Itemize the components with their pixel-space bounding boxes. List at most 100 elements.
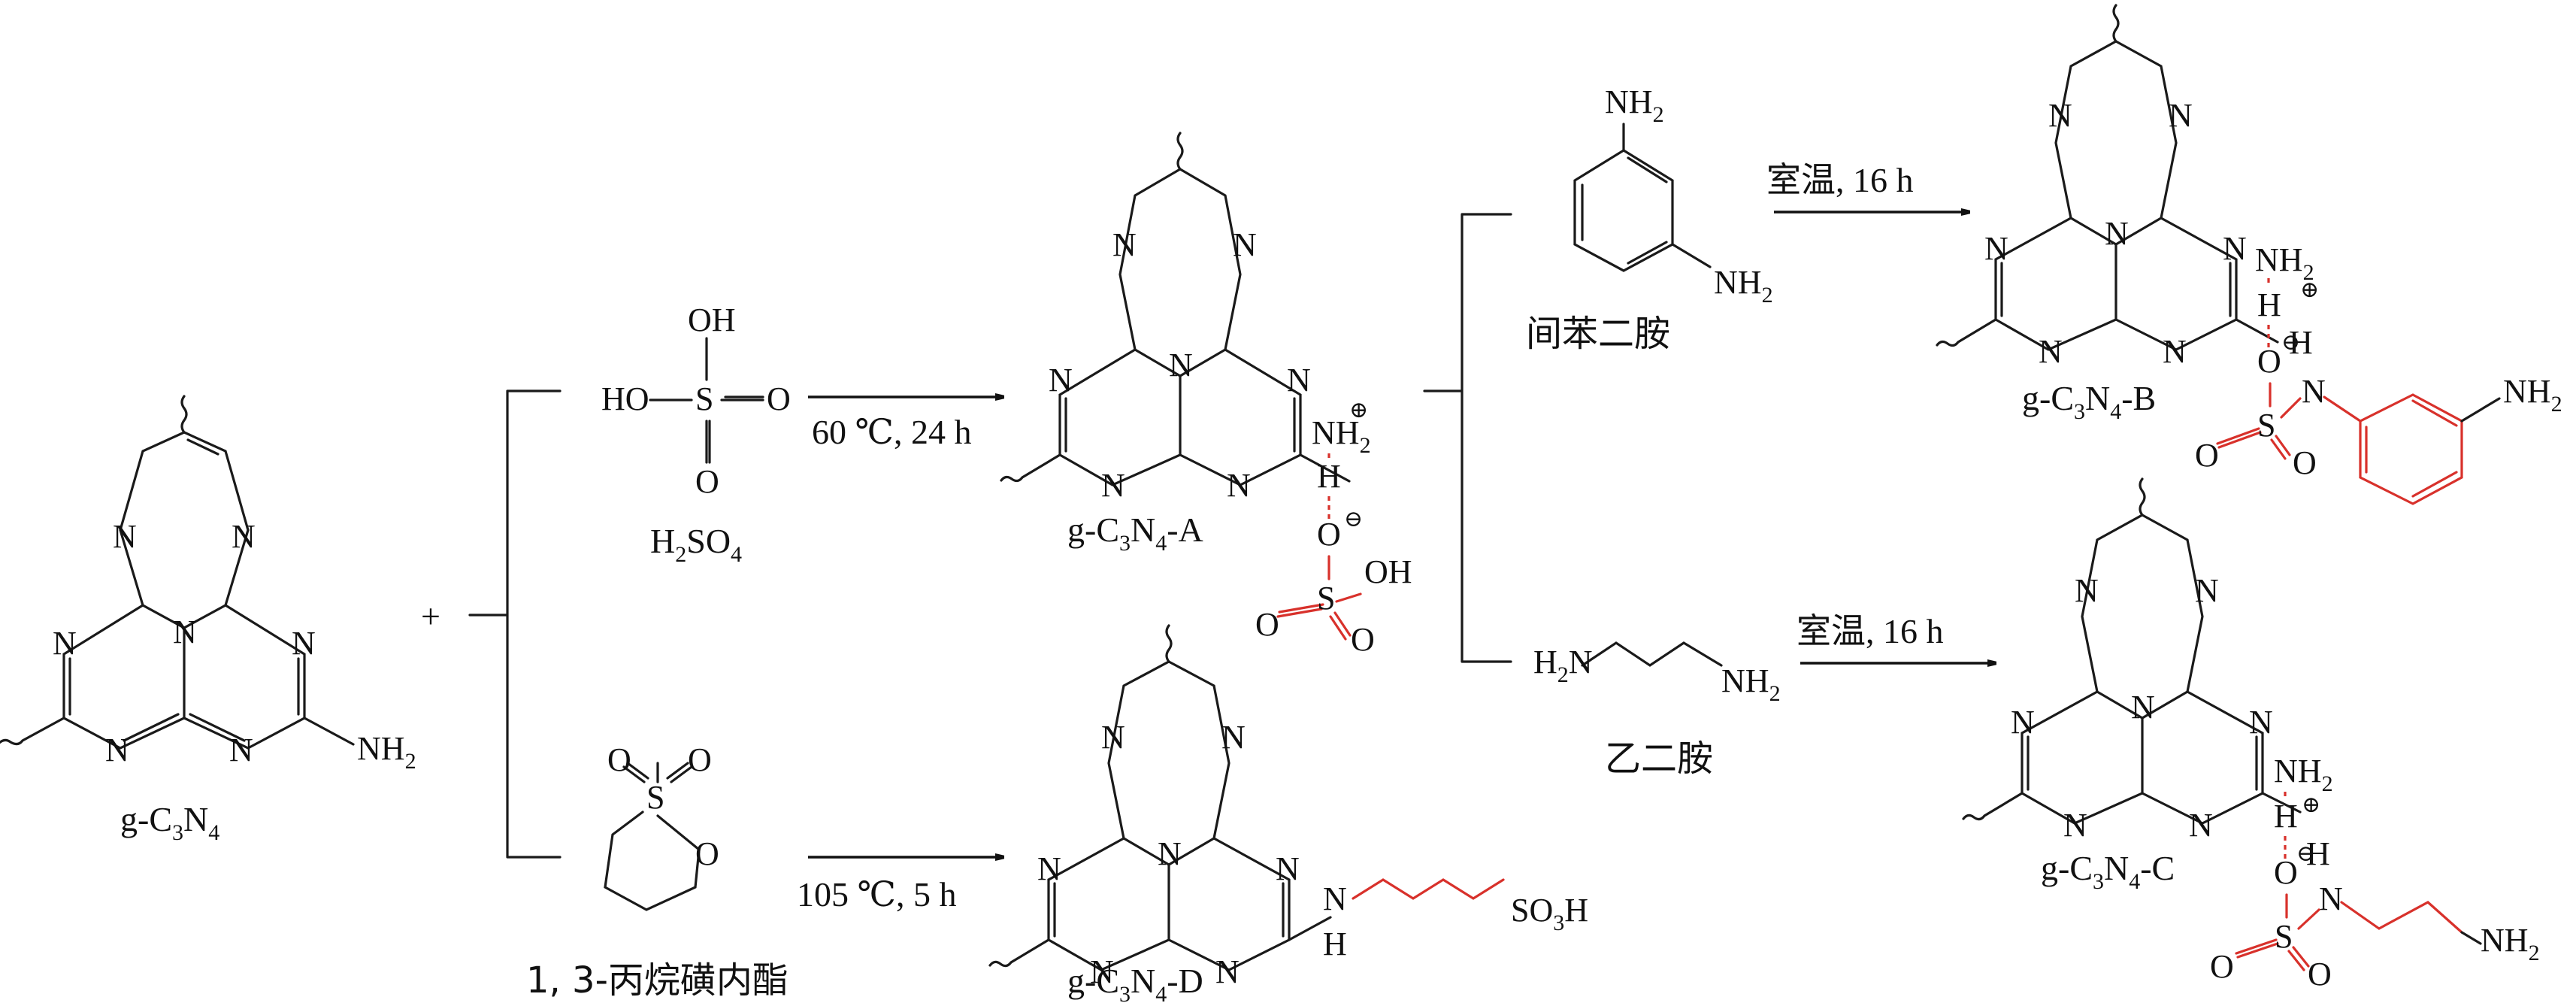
gcn-b-structure: N N N N N N N NH2 ⊕ H O ⊖ H N S O O NH2 …	[1936, 4, 2562, 505]
atom-h: H	[2306, 835, 2330, 872]
atom-n: N	[232, 518, 256, 555]
plus-sign: +	[421, 597, 440, 635]
eda-label: 乙二胺	[1605, 738, 1713, 780]
atom-h: H	[2274, 798, 2298, 835]
ethylenediamine: H2N NH2 乙二胺	[1533, 641, 1781, 780]
gcn-label: g-C3N4	[120, 800, 219, 845]
atom-nh: NH2	[2503, 373, 2562, 417]
atom-n: N	[2075, 572, 2099, 609]
atom-s: S	[695, 380, 713, 417]
atom-o: O	[2274, 854, 2298, 891]
atom-n: N	[1227, 467, 1251, 504]
gcn-c-structure: N N N N N N N NH2 ⊕ H O ⊖ H N S O O NH2 …	[1962, 477, 2540, 992]
atom-ho: HO	[601, 380, 649, 417]
atom-o: O	[1351, 621, 1375, 658]
minus-charge: ⊖	[2281, 330, 2300, 355]
atom-h: H	[2289, 324, 2313, 361]
condition-c: 室温, 16 h	[1797, 612, 1944, 650]
atom-o: O	[2210, 948, 2234, 985]
atom-n: N	[1215, 953, 1240, 990]
atom-nh: NH2	[2255, 241, 2314, 285]
atom-n: N	[2063, 807, 2087, 844]
atom-nh: NH2	[2481, 922, 2540, 965]
atom-s: S	[1317, 580, 1335, 617]
gcn-a-label: g-C3N4-A	[1067, 511, 1203, 556]
gcn-c-label: g-C3N4-C	[2041, 849, 2175, 894]
atom-o: O	[767, 380, 791, 417]
plus-charge: ⊕	[2300, 277, 2319, 302]
gcn-d-structure: N N N N N N N N H SO3H g-C3N4-D	[988, 624, 1588, 1006]
atom-n: N	[292, 625, 316, 662]
atom-n: N	[2011, 704, 2035, 741]
atom-h: H	[2257, 286, 2281, 323]
atom-n: N	[1049, 362, 1073, 398]
atom-o: O	[1255, 606, 1279, 643]
atom-n: N	[1112, 226, 1137, 263]
atom-n: N	[1233, 226, 1257, 263]
atom-n: N	[2223, 230, 2247, 267]
atom-oh: OH	[688, 301, 736, 338]
gcn-d-label: g-C3N4-D	[1067, 962, 1203, 1006]
condition-a: 60 ℃, 24 h	[812, 413, 971, 451]
atom-n: N	[2195, 572, 2219, 609]
atom-oh: OH	[1364, 553, 1412, 590]
atom-h2n: H2N	[1533, 644, 1593, 687]
atom-n: N	[229, 732, 253, 768]
atom-n: N	[1037, 850, 1061, 887]
condition-d: 105 ℃, 5 h	[797, 875, 956, 914]
atom-n: N	[1101, 467, 1125, 504]
branch-bracket-left	[468, 389, 562, 859]
atom-s: S	[2257, 407, 2275, 444]
atom-o: O	[2308, 956, 2332, 992]
atom-o: O	[695, 463, 719, 500]
atom-n: N	[53, 625, 77, 662]
atom-s: S	[646, 779, 664, 816]
atom-nh: NH2	[1721, 662, 1781, 706]
atom-n: N	[2302, 373, 2326, 410]
atom-n: N	[1287, 362, 1311, 398]
atom-n: N	[2131, 689, 2155, 726]
atom-n: N	[2048, 97, 2072, 134]
atom-n: N	[2189, 807, 2213, 844]
atom-n: N	[2105, 215, 2129, 252]
propane-sultone: O S O O 1, 3-丙烷磺内酯	[526, 741, 789, 1001]
gcn-b-label: g-C3N4-B	[2022, 379, 2156, 424]
gcn-a-structure: N N N N N N N NH2 ⊕ H O ⊖ S OH O O g-C3N…	[1000, 132, 1412, 658]
atom-n: N	[105, 732, 129, 768]
atom-nh: NH2	[2274, 753, 2333, 796]
atom-nh: NH2	[1312, 414, 1371, 458]
atom-o: O	[695, 835, 719, 872]
atom-n: N	[1323, 880, 1347, 917]
atom-nh: NH2	[1605, 83, 1664, 127]
branch-bracket-right	[1423, 213, 1512, 663]
condition-b: 室温, 16 h	[1766, 161, 1914, 199]
atom-n: N	[2319, 880, 2343, 917]
atom-o: O	[2257, 343, 2281, 380]
atom-nh: NH2	[1714, 264, 1773, 308]
atom-n: N	[1169, 347, 1193, 383]
minus-charge: ⊖	[1344, 507, 1363, 532]
atom-n: N	[1984, 230, 2008, 267]
atom-h: H	[1323, 926, 1347, 962]
atom-n: N	[2249, 704, 2273, 741]
m-phenylenediamine: NH2 NH2 间苯二胺	[1526, 83, 1773, 355]
atom-n: N	[1276, 850, 1300, 887]
plus-charge: ⊕	[1349, 398, 1368, 423]
atom-n: N	[1221, 719, 1246, 756]
atom-n: N	[1158, 835, 1182, 872]
atom-h: H	[1317, 458, 1341, 495]
atom-s: S	[2275, 918, 2293, 955]
atom-so3h: SO3H	[1511, 892, 1588, 935]
atom-n: N	[1090, 953, 1114, 990]
atom-o: O	[1317, 516, 1341, 553]
atom-n: N	[113, 518, 137, 555]
mpd-label: 间苯二胺	[1526, 313, 1670, 355]
atom-n: N	[2039, 333, 2063, 370]
atom-nh: NH2	[357, 730, 416, 774]
atom-n: N	[2163, 333, 2187, 370]
atom-o: O	[2195, 437, 2219, 474]
sultone-label: 1, 3-丙烷磺内酯	[526, 959, 789, 1001]
atom-n: N	[173, 614, 197, 650]
plus-charge: ⊕	[2302, 792, 2320, 817]
